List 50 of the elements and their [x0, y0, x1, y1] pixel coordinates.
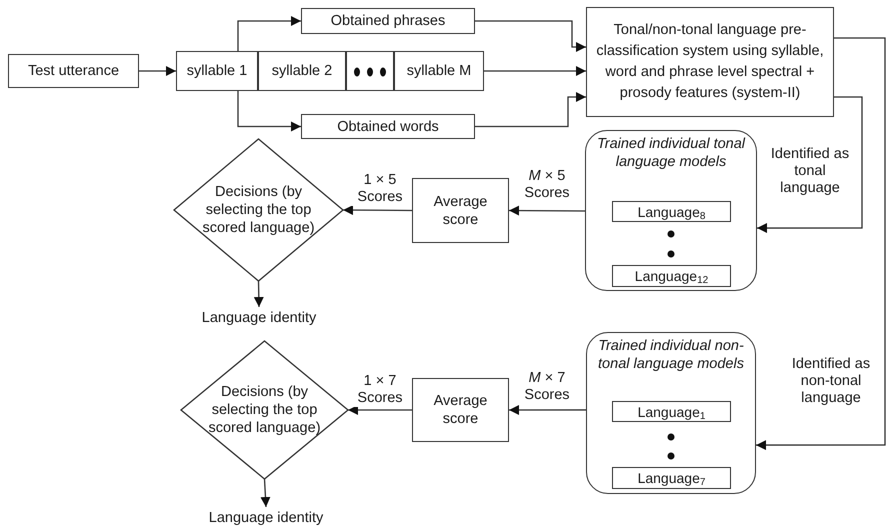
arrow — [260, 478, 270, 508]
arrow — [139, 66, 176, 76]
node-text: Language$_{8}$ — [638, 202, 706, 220]
process-box — [412, 378, 509, 442]
arrow — [237, 91, 301, 132]
node-text: Decisions (by selecting the top scored language) — [207, 383, 322, 437]
node-text: Language identity — [208, 509, 324, 527]
node-text: syllable 1 — [186, 62, 248, 80]
process-box — [258, 51, 346, 91]
decision-diamond — [174, 139, 343, 281]
node-text: Language identity — [202, 309, 316, 327]
arrow — [475, 20, 586, 52]
process-box — [176, 51, 258, 91]
arrow — [237, 16, 301, 51]
arrow — [348, 405, 412, 415]
node-text: Language$_{1}$ — [638, 402, 706, 420]
node-text: Language$_{12}$ — [634, 267, 708, 285]
process-box — [612, 201, 731, 222]
decision-diamond — [181, 341, 348, 479]
arrow — [475, 92, 586, 128]
node-text: Test utterance — [28, 62, 120, 80]
arrow — [343, 205, 412, 216]
process-box — [301, 8, 475, 34]
process-box — [586, 7, 834, 117]
arrow — [484, 66, 586, 76]
arrow — [509, 206, 585, 216]
node-text: syllable M — [406, 62, 472, 80]
node-text: Obtained words — [337, 118, 439, 136]
arrow — [254, 280, 264, 308]
node-text: Language$_{7}$ — [638, 469, 706, 487]
model-group-box — [585, 130, 757, 291]
arrow — [756, 37, 886, 450]
process-box — [612, 265, 731, 287]
process-box — [612, 467, 731, 489]
process-box — [301, 114, 475, 139]
arrow — [509, 405, 586, 415]
node-text: Average score — [432, 192, 488, 228]
process-box — [612, 401, 731, 422]
arrow — [757, 96, 863, 234]
node-text: Tonal/non-tonal language pre-classification system using syllable, word and phrase level spectral + prosody features (system-II) — [595, 21, 825, 103]
process-box — [8, 54, 139, 88]
node-text: syllable 2 — [272, 62, 332, 80]
model-group-box — [586, 332, 756, 494]
node-text: Obtained phrases — [330, 12, 446, 30]
process-box — [394, 51, 484, 91]
node-text: Average score — [432, 392, 488, 428]
group-title: Trained individual tonal language models — [596, 135, 746, 171]
node-text: Decisions (by selecting the top scored language) — [201, 183, 316, 237]
process-box — [412, 178, 509, 243]
group-title: Trained individual non-tonal language models — [597, 337, 745, 373]
